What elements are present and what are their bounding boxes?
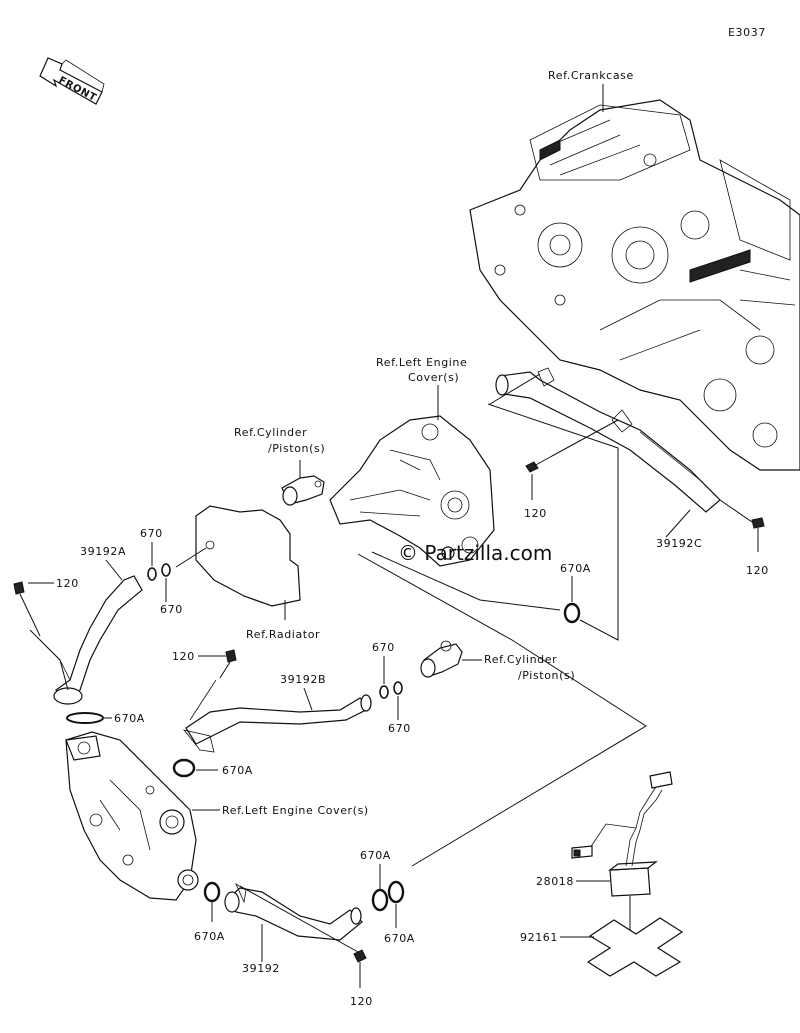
front-arrow-icon: FRONT — [39, 57, 105, 105]
module-28018 — [571, 771, 673, 897]
oring-670a-middle — [172, 758, 196, 778]
part-28018-label: 28018 — [536, 875, 574, 888]
part-120-right-label: 120 — [746, 564, 769, 577]
oring-670-middle-b — [393, 681, 403, 695]
part-670-middle-label-1: 670 — [372, 641, 395, 654]
bolt-120-center — [525, 455, 553, 473]
oring-670-upper-b — [161, 563, 171, 577]
ref-cylinder-b-label-1: Ref.Cylinder — [484, 653, 557, 666]
oring-670-upper-a — [147, 567, 157, 581]
part-670-upper-label-2: 670 — [160, 603, 183, 616]
ref-left-engine-cover-label-1: Ref.Left Engine — [376, 356, 467, 369]
ref-cylinder-a-label-1: Ref.Cylinder — [234, 426, 307, 439]
diagram-code: E3037 — [728, 26, 766, 39]
oring-670a-center — [563, 602, 581, 624]
part-120-bottom-label: 120 — [350, 995, 373, 1008]
pad-92161 — [586, 896, 684, 977]
oring-670a-left — [66, 712, 104, 724]
part-670a-left-label: 670A — [114, 712, 145, 725]
part-670a-bottom-label-2: 670A — [384, 932, 415, 945]
part-92161-label: 92161 — [520, 931, 558, 944]
pipe-39192 — [224, 883, 363, 941]
part-39192c-label: 39192C — [656, 537, 702, 550]
part-39192b-label: 39192B — [280, 673, 326, 686]
bolt-120-right — [751, 517, 765, 552]
left-engine-cover-lower-part — [65, 731, 199, 901]
part-120-upper-left-label: 120 — [56, 577, 79, 590]
ref-left-engine-cover-lower-label: Ref.Left Engine Cover(s) — [222, 804, 369, 817]
oring-670a-bottom-b — [387, 880, 405, 904]
radiator-ref-part — [195, 505, 301, 607]
oring-670a-lower-left — [203, 881, 221, 903]
cylinder-fitting-a — [281, 475, 325, 506]
cylinder-fitting-b — [420, 640, 463, 678]
ref-left-engine-cover-label-2: Cover(s) — [408, 371, 459, 384]
part-670a-middle-label: 670A — [222, 764, 253, 777]
pipe-39192c — [495, 367, 721, 513]
part-670a-bottom-label-1: 670A — [360, 849, 391, 862]
part-670-middle-label-2: 670 — [388, 722, 411, 735]
crankcase-part — [469, 99, 800, 471]
bolt-120-middle — [219, 649, 237, 679]
part-670a-center-label: 670A — [560, 562, 591, 575]
ref-cylinder-b-label-2: /Piston(s) — [518, 669, 575, 682]
watermark: © Partzilla.com — [398, 541, 552, 565]
ref-radiator-label: Ref.Radiator — [246, 628, 320, 641]
pipe-39192b — [182, 679, 372, 753]
ref-crankcase-label: Ref.Crankcase — [548, 69, 634, 82]
part-39192a-label: 39192A — [80, 545, 126, 558]
part-120-center-label: 120 — [524, 507, 547, 520]
pipe-39192a — [39, 575, 143, 705]
bolt-120-bottom — [239, 885, 367, 963]
left-engine-cover-part — [329, 415, 495, 567]
ref-cylinder-a-label-2: /Piston(s) — [268, 442, 325, 455]
part-39192-label: 39192 — [242, 962, 280, 975]
oring-670-middle-a — [379, 685, 389, 699]
oring-670a-bottom-a — [371, 888, 389, 912]
part-670a-lower-left-label: 670A — [194, 930, 225, 943]
part-120-middle-label: 120 — [172, 650, 195, 663]
bolt-120-upper-left — [13, 581, 41, 637]
part-670-upper-label-1: 670 — [140, 527, 163, 540]
